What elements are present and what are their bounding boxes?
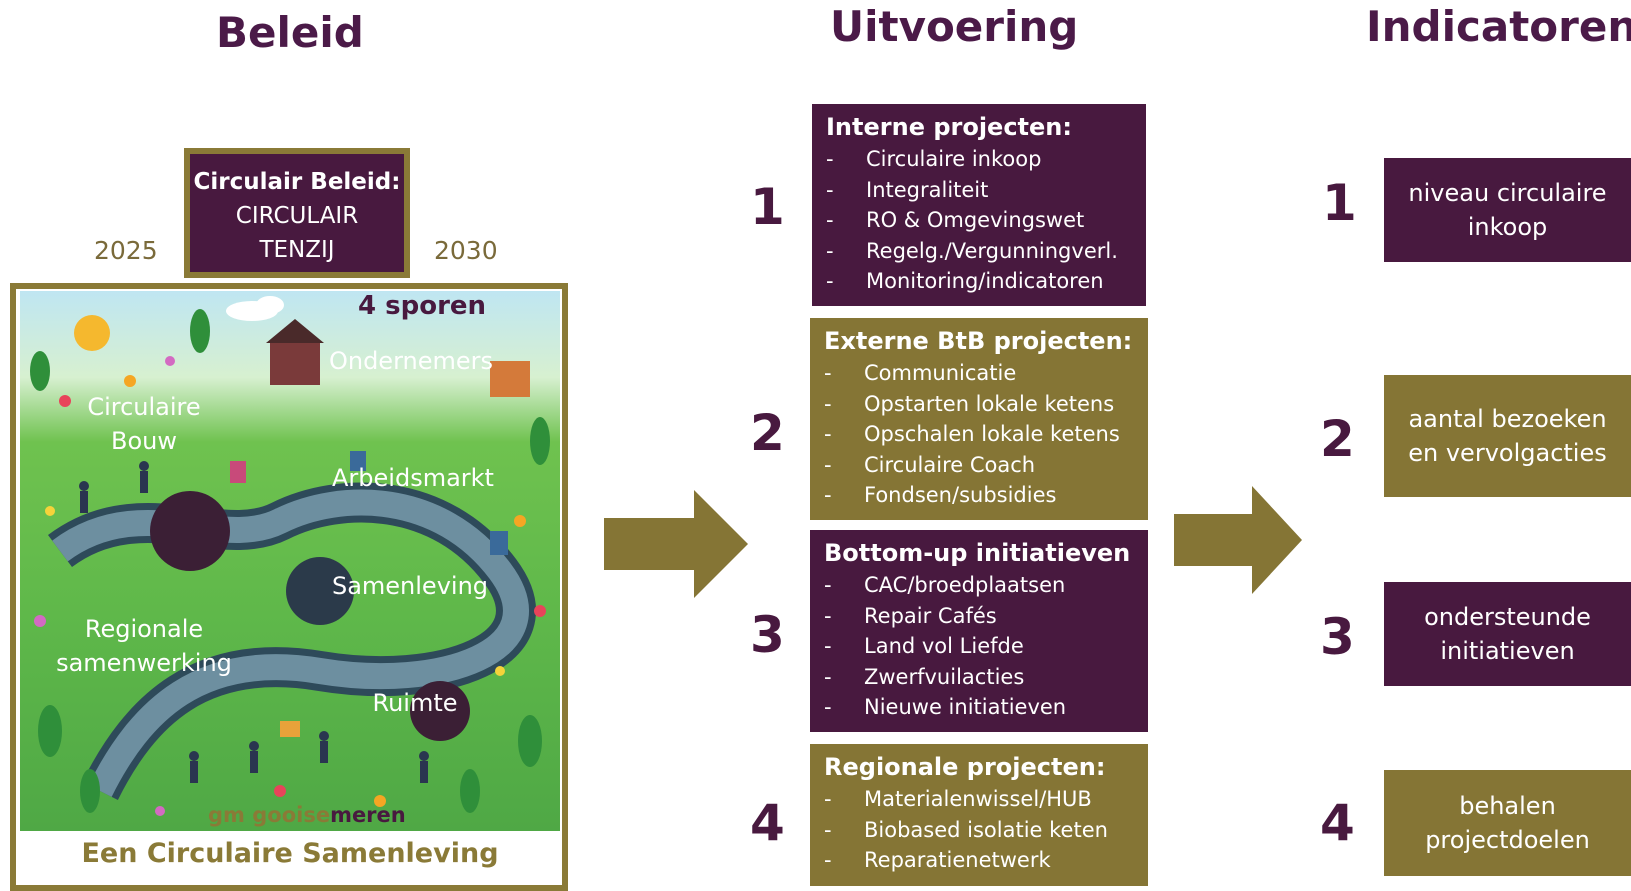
indicator-number: 3: [1320, 608, 1355, 666]
indicator-number: 2: [1320, 410, 1355, 468]
dash-icon: -: [824, 848, 832, 872]
arrow-right-icon: [1174, 486, 1302, 594]
track-regionale-samenwerking: Regionale samenwerking: [34, 582, 254, 710]
dash-icon: -: [824, 817, 832, 842]
project-item: -Communicatie: [824, 358, 1148, 389]
track-circulaire-bouw: Circulaire Bouw: [34, 370, 254, 478]
dash-icon: -: [824, 634, 832, 658]
dash-icon: -: [826, 147, 834, 171]
track-ruimte: Ruimte: [306, 666, 524, 740]
project-item: -Repair Cafés: [824, 601, 1148, 632]
track-label: Circulaire Bouw: [87, 393, 201, 455]
dash-icon: -: [824, 361, 832, 385]
project-number: 2: [750, 404, 785, 462]
project-title: Externe BtB projecten:: [824, 327, 1133, 355]
track-label: Regionale samenwerking: [56, 615, 232, 677]
track-arbeidsmarkt: Arbeidsmarkt: [304, 440, 522, 516]
project-title: Regionale projecten:: [824, 753, 1106, 781]
policy-line1: CIRCULAIR: [235, 203, 359, 229]
indicator-line: aantal bezoeken: [1408, 405, 1607, 433]
project-item: -Opschalen lokale ketens: [824, 419, 1148, 450]
project-number: 3: [750, 606, 785, 664]
year-end: 2030: [434, 236, 498, 265]
indicator-line: en vervolgacties: [1408, 439, 1607, 467]
project-item: -Zwerfvuilacties: [824, 662, 1148, 693]
project-item: -Land vol Liefde: [824, 631, 1148, 662]
indicator-line: projectdoelen: [1425, 826, 1590, 854]
project-item: -Monitoring/indicatoren: [826, 266, 1146, 297]
indicator-line: inkoop: [1467, 213, 1548, 241]
project-item: -Fondsen/subsidies: [824, 480, 1148, 511]
logo-gooisemeren: gm gooisemeren: [208, 803, 406, 827]
logo-gooise: gooise: [252, 803, 331, 827]
project-title: Bottom-up initiatieven: [824, 539, 1131, 567]
track-ondernemers: Ondernemers: [302, 324, 520, 398]
project-item: -Materialenwissel/HUB: [824, 784, 1148, 815]
track-samenleving: Samenleving: [300, 548, 520, 624]
logo-meren: meren: [330, 803, 406, 827]
sporen-label: 4 sporen: [358, 291, 487, 321]
dash-icon: -: [826, 177, 834, 202]
project-box-regionale: Regionale projecten: -Materialenwissel/H…: [810, 744, 1148, 886]
project-item: -Biobased isolatie keten: [824, 815, 1148, 846]
year-start: 2025: [94, 236, 158, 265]
indicator-line: initiatieven: [1440, 637, 1575, 665]
project-item: -CAC/broedplaatsen: [824, 570, 1148, 601]
dash-icon: -: [824, 573, 832, 597]
project-item: -Reparatienetwerk: [824, 845, 1148, 876]
indicator-box: aantal bezoeken en vervolgacties: [1384, 375, 1631, 497]
project-box-externe: Externe BtB projecten: -Communicatie -Op…: [810, 318, 1148, 520]
indicator-number: 1: [1322, 174, 1357, 232]
indicator-line: niveau circulaire: [1408, 179, 1607, 207]
dash-icon: -: [824, 664, 832, 689]
dash-icon: -: [826, 269, 834, 293]
project-item: -Regelg./Vergunningverl.: [826, 236, 1146, 267]
indicator-number: 4: [1320, 794, 1355, 852]
project-item: -Circulaire inkoop: [826, 144, 1146, 175]
project-number: 4: [750, 794, 785, 852]
project-item: -Opstarten lokale ketens: [824, 389, 1148, 420]
project-box-interne: Interne projecten: -Circulaire inkoop -I…: [812, 104, 1146, 306]
dash-icon: -: [824, 787, 832, 811]
dash-icon: -: [824, 391, 832, 416]
indicator-box: niveau circulaire inkoop: [1384, 158, 1631, 262]
logo-gm: gm: [208, 803, 245, 827]
project-item: -Nieuwe initiatieven: [824, 692, 1148, 723]
indicator-box: ondersteunde initiatieven: [1384, 582, 1631, 686]
policy-line2: TENZIJ: [259, 237, 335, 263]
policy-title: Circulair Beleid:: [193, 169, 401, 195]
indicator-line: behalen: [1459, 792, 1556, 820]
indicator-line: ondersteunde: [1424, 603, 1591, 631]
illustration: [20, 291, 560, 831]
dash-icon: -: [824, 452, 832, 477]
indicator-box: behalen projectdoelen: [1384, 770, 1631, 876]
dash-icon: -: [824, 483, 832, 507]
heading-beleid: Beleid: [216, 8, 364, 57]
illustration-artwork: [30, 296, 550, 816]
caption: Een Circulaire Samenleving: [81, 838, 499, 869]
project-item: -Integraliteit: [826, 175, 1146, 206]
dash-icon: -: [824, 422, 832, 446]
project-item: -Circulaire Coach: [824, 450, 1148, 481]
heading-uitvoering: Uitvoering: [830, 2, 1079, 51]
project-item: -RO & Omgevingswet: [826, 205, 1146, 236]
project-number: 1: [750, 178, 785, 236]
track-label: Arbeidsmarkt: [332, 464, 494, 492]
dash-icon: -: [826, 208, 834, 232]
track-label: Ondernemers: [328, 347, 494, 375]
dash-icon: -: [824, 695, 832, 719]
dash-icon: -: [824, 603, 832, 628]
arrow-right-icon: [604, 490, 748, 598]
policy-box: Circulair Beleid: CIRCULAIR TENZIJ: [184, 148, 410, 278]
dash-icon: -: [826, 238, 834, 263]
heading-indicatoren: Indicatoren: [1366, 2, 1631, 51]
track-label: Samenleving: [331, 572, 489, 600]
track-label: Ruimte: [372, 689, 458, 717]
project-title: Interne projecten:: [826, 113, 1072, 141]
project-box-bottom-up: Bottom-up initiatieven -CAC/broedplaatse…: [810, 530, 1148, 732]
